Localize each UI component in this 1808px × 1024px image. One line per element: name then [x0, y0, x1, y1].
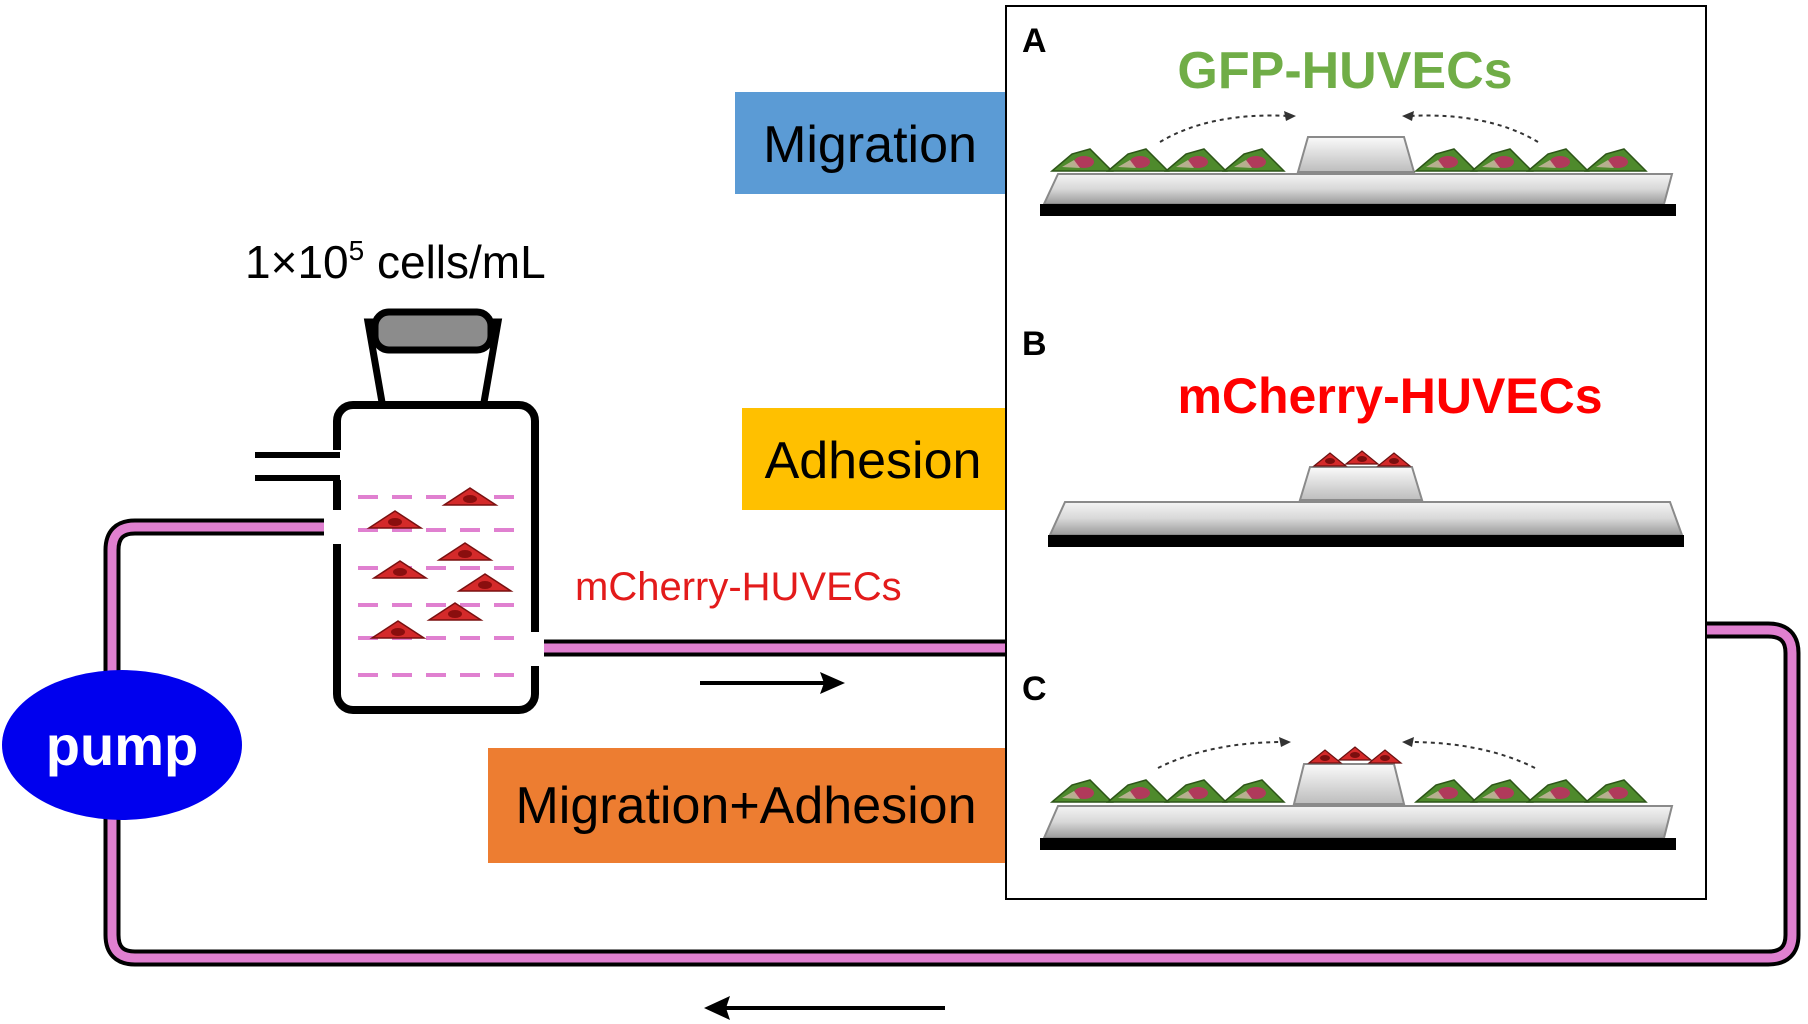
stage-migration: Migration [735, 92, 1005, 194]
migration-arrows-c [1157, 741, 1536, 769]
panel-c-letter: C [1022, 670, 1047, 708]
concentration-label: 1×105 cells/mL [245, 235, 546, 288]
plate-c [1040, 763, 1676, 850]
panel-b-letter: B [1022, 325, 1047, 363]
plate-b [1048, 466, 1684, 547]
panel-b-title: mCherry-HUVECs [1177, 368, 1602, 424]
pump-label: pump [46, 714, 198, 777]
flow-cell-label: mCherry-HUVECs [575, 565, 902, 609]
panel-a-title: GFP-HUVECs [1177, 42, 1512, 100]
panel-c: C [1022, 670, 1676, 850]
stage-migration-box [735, 92, 1005, 194]
stage-adhesion-label: Adhesion [765, 432, 982, 490]
pump: pump [2, 670, 242, 820]
panel-b: B mCherry-HUVECs [1022, 325, 1684, 547]
pump-body [2, 670, 242, 820]
stage-migration-adhesion-box [488, 748, 1005, 863]
panel-a-letter: A [1022, 22, 1047, 60]
tube [107, 522, 1797, 963]
flow-arrow-right [700, 672, 845, 694]
flow-arrow-left [704, 996, 945, 1020]
cell-suspension-bottle [255, 308, 544, 714]
stage-migration-label: Migration [763, 116, 977, 174]
stage-adhesion-box [742, 408, 1005, 510]
stage-migration-adhesion: Migration+Adhesion [488, 748, 1005, 863]
stage-adhesion: Adhesion [742, 408, 1005, 510]
panel-a: A GFP-HUVECs [1022, 22, 1676, 216]
tube-circuit [103, 518, 1801, 967]
plate-a [1040, 136, 1676, 216]
medium-lines [358, 495, 520, 677]
stage-migration-adhesion-label: Migration+Adhesion [515, 777, 976, 835]
